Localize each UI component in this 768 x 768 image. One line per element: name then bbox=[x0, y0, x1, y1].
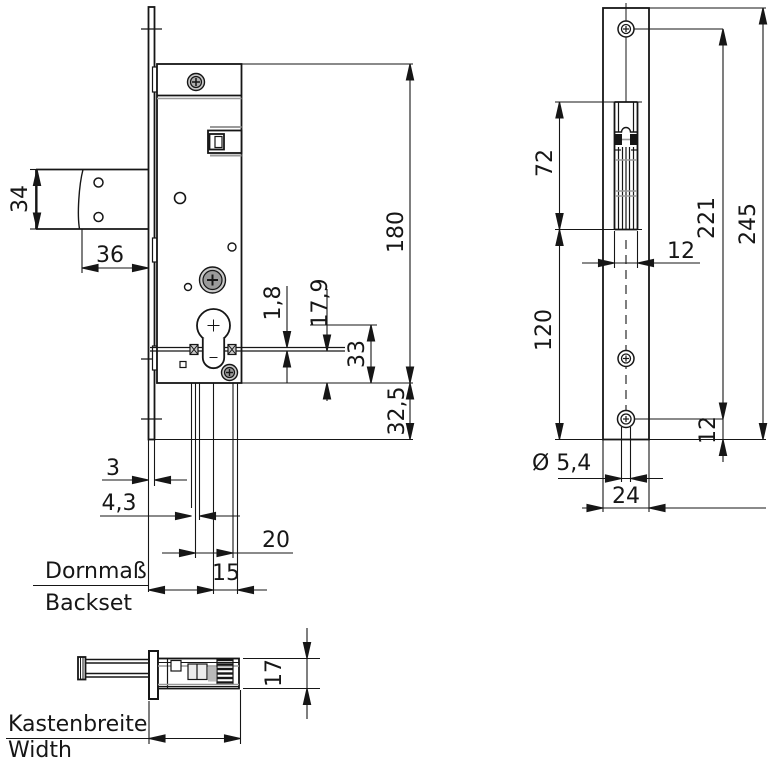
plate-screw-bottom bbox=[616, 409, 636, 429]
dim-15-label: 15 bbox=[212, 561, 240, 586]
dim-32-5-label: 32,5 bbox=[385, 387, 410, 436]
front-dimension-labels: 34 36 1,8 17,9 33 180 32,5 3 4,3 20 15 D… bbox=[8, 185, 410, 616]
dim-12-bottom-label: 12 bbox=[696, 416, 721, 444]
backset-label-en: Backset bbox=[45, 591, 132, 616]
side-view bbox=[77, 650, 240, 700]
front-dimensions bbox=[30, 63, 415, 595]
dim-180-label: 180 bbox=[384, 211, 409, 253]
dim-33-label: 33 bbox=[345, 340, 370, 368]
dim-1-8-label: 1,8 bbox=[261, 286, 286, 321]
dim-3-label: 3 bbox=[106, 456, 120, 481]
dim-245-label: 245 bbox=[736, 203, 761, 245]
fixing-screw-top bbox=[186, 72, 206, 92]
dim-20-label: 20 bbox=[262, 528, 290, 553]
plate-view bbox=[602, 3, 650, 441]
case-section bbox=[157, 657, 240, 690]
plate-screw-middle bbox=[617, 349, 635, 368]
dim-34-label: 34 bbox=[8, 185, 33, 213]
follower-screw bbox=[198, 266, 227, 294]
latch-bolt-front bbox=[207, 126, 243, 157]
dim-hole-dia-label: Ø 5,4 bbox=[532, 451, 591, 476]
dim-17-9-label: 17,9 bbox=[308, 279, 333, 328]
side-dimensions bbox=[6, 628, 320, 744]
dim-72-label: 72 bbox=[533, 149, 558, 177]
dim-36-label: 36 bbox=[96, 243, 124, 268]
width-label-de: Kastenbreite bbox=[8, 712, 147, 737]
euro-cylinder-cutout bbox=[196, 308, 231, 370]
through-bolt-right bbox=[227, 343, 237, 356]
fixing-screw-bottom bbox=[220, 363, 239, 382]
side-dimension-labels: 17 Kastenbreite Width bbox=[8, 659, 287, 763]
plate-dimension-labels: 72 12 120 221 245 12 Ø 5,4 24 bbox=[532, 149, 761, 509]
plate-dimensions bbox=[555, 7, 768, 513]
through-bolt-left bbox=[189, 343, 199, 356]
faceplate-section bbox=[148, 650, 159, 700]
dim-24-label: 24 bbox=[612, 484, 640, 509]
dim-221-label: 221 bbox=[695, 197, 720, 239]
latch-bolt-side bbox=[77, 656, 158, 681]
dim-4-3-label: 4,3 bbox=[102, 491, 137, 516]
dim-120-label: 120 bbox=[532, 309, 557, 351]
latch-opening bbox=[613, 101, 639, 231]
backset-label-de: Dornmaß bbox=[45, 559, 147, 584]
dim-12-top-label: 12 bbox=[667, 239, 695, 264]
dim-17-label: 17 bbox=[262, 659, 287, 687]
plate-screw-top bbox=[617, 20, 635, 38]
width-label-en: Width bbox=[8, 738, 72, 763]
